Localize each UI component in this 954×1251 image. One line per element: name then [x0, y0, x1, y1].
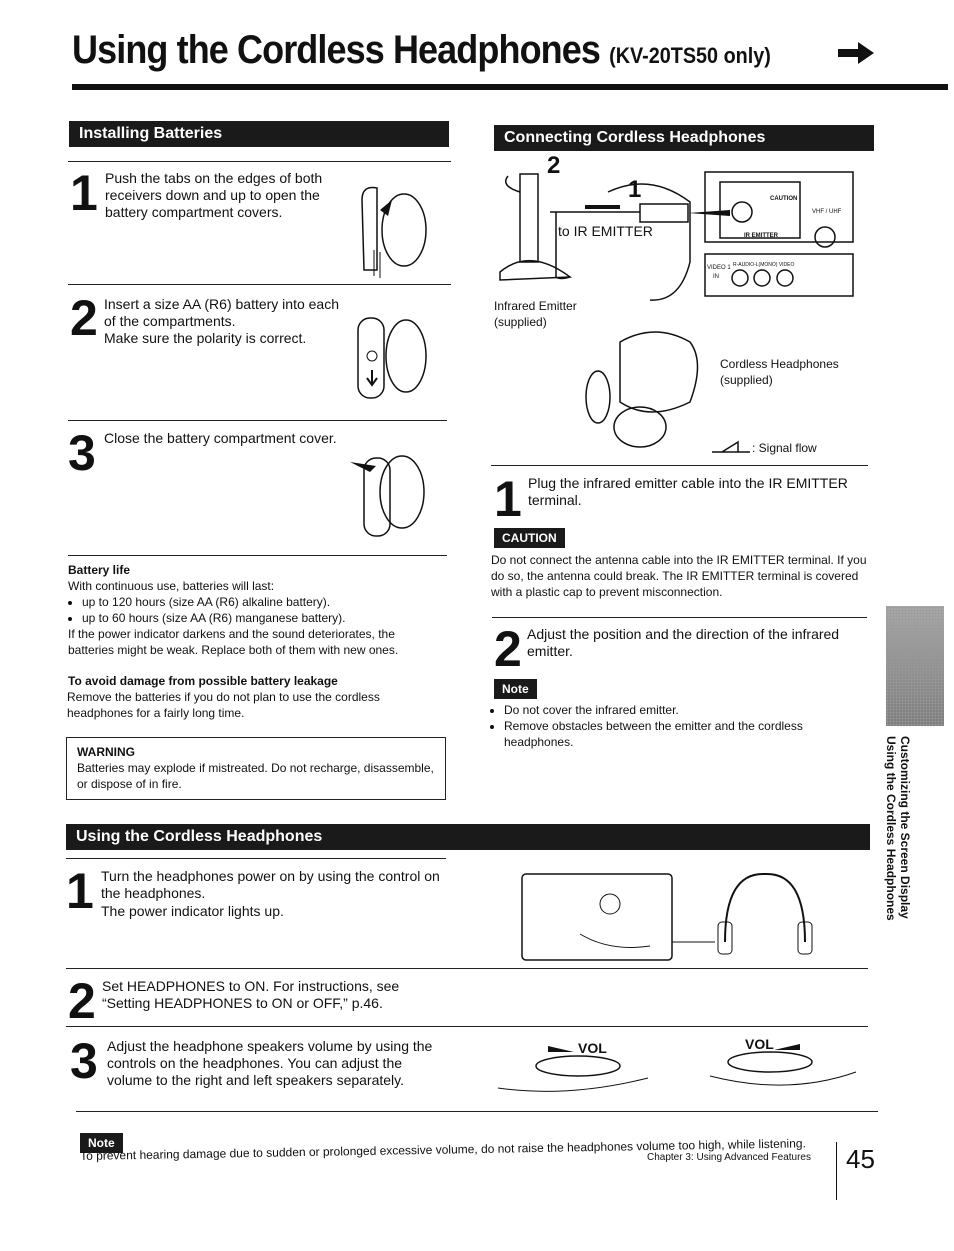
title-rule	[72, 84, 948, 90]
divider	[492, 617, 867, 618]
install-step-3-text: Close the battery compartment cover.	[104, 430, 337, 446]
list-item: up to 60 hours (size AA (R6) manganese b…	[82, 610, 452, 626]
install-step-1-text: Push the tabs on the edges of both recei…	[105, 170, 323, 220]
use-step-1-text: Turn the headphones power on by using th…	[101, 868, 440, 901]
title-main: Using the Cordless Headphones	[72, 28, 601, 72]
to-ir-emitter-label: to IR EMITTER	[558, 223, 653, 239]
caution-badge: CAUTION	[494, 528, 565, 548]
list-item: Do not cover the infrared emitter.	[504, 702, 864, 718]
power-control-illustration	[520, 872, 820, 967]
battery-life-note: If the power indicator darkens and the s…	[68, 627, 399, 657]
connect-step-1-text: Plug the infrared emitter cable into the…	[528, 475, 848, 508]
signal-flow-icon	[712, 440, 750, 459]
list-item: up to 120 hours (size AA (R6) alkaline b…	[82, 594, 452, 610]
connection-diagram	[490, 152, 860, 457]
note-badge: Note	[494, 679, 537, 699]
install-step-2-text: Insert a size AA (R6) battery into each …	[104, 296, 340, 329]
side-label-line2: Using the Cordless Headphones	[884, 736, 898, 921]
leakage-text: Remove the batteries if you do not plan …	[67, 690, 380, 720]
emitter-label: Infrared Emitter	[494, 299, 577, 313]
title-model: (KV-20TS50 only)	[609, 43, 771, 68]
battery-life-heading: Battery life	[68, 563, 131, 577]
use-step-2-number: 2	[68, 973, 96, 1029]
emitter-supplied-label: (supplied)	[494, 315, 547, 329]
connect-step-1-number: 1	[494, 471, 522, 527]
using-heading: Using the Cordless Headphones	[66, 824, 870, 850]
panel-audio-label: R-AUDIO-L(MONO) VIDEO	[733, 262, 795, 268]
diagram-label-2: 2	[547, 152, 561, 179]
headphones-supplied-label: (supplied)	[720, 373, 773, 387]
use-step-3-text: Adjust the headphone speakers volume by …	[107, 1038, 433, 1088]
battery-cover-close-illustration	[350, 442, 430, 549]
vol-right-label: VOL	[745, 1036, 774, 1052]
diagram-label-1: 1	[628, 176, 642, 203]
panel-vhf-label: VHF / UHF	[812, 209, 842, 215]
leakage-heading: To avoid damage from possible battery le…	[68, 674, 338, 688]
panel-ir-label: IR EMITTER	[744, 233, 778, 239]
use-step-2-text: Set HEADPHONES to ON. For instructions, …	[102, 978, 400, 1011]
page-number: 45	[846, 1144, 875, 1174]
install-step-1-number: 1	[70, 165, 98, 221]
divider	[66, 1026, 868, 1027]
panel-video-label: VIDEO 1	[707, 265, 731, 271]
side-index-label: Customizing the Screen Display Using the…	[884, 736, 912, 921]
use-step-1-number: 1	[66, 863, 94, 919]
install-step-3-number: 3	[68, 425, 96, 481]
panel-in-label: IN	[713, 274, 719, 280]
warning-heading: WARNING	[77, 745, 135, 759]
installing-heading: Installing Batteries	[69, 121, 449, 147]
page-divider	[836, 1142, 837, 1200]
divider	[66, 968, 868, 969]
divider	[66, 858, 446, 859]
vol-left-label: VOL	[578, 1040, 607, 1056]
divider	[68, 420, 447, 421]
battery-insert-illustration	[350, 308, 430, 415]
warning-text: Batteries may explode if mistreated. Do …	[77, 761, 434, 791]
list-item: Remove obstacles between the emitter and…	[504, 718, 864, 750]
chapter-tab	[886, 606, 944, 726]
connecting-heading: Connecting Cordless Headphones	[494, 125, 874, 151]
battery-life-intro: With continuous use, batteries will last…	[68, 579, 275, 593]
connect-note-list: Do not cover the infrared emitter. Remov…	[490, 702, 864, 750]
headphones-label: Cordless Headphones	[720, 357, 839, 371]
divider	[68, 284, 451, 285]
connect-step-2-text: Adjust the position and the direction of…	[527, 626, 840, 659]
side-label-line1: Customizing the Screen Display	[898, 736, 912, 919]
battery-life-list: up to 120 hours (size AA (R6) alkaline b…	[68, 594, 452, 626]
signal-flow-label: : Signal flow	[752, 441, 817, 455]
chapter-label: Chapter 3: Using Advanced Features	[647, 1152, 811, 1163]
use-step-1-indicator: The power indicator lights up.	[101, 903, 284, 919]
continue-arrow-icon	[838, 42, 874, 69]
install-step-2-polarity: Make sure the polarity is correct.	[104, 330, 307, 346]
panel-caution-label: CAUTION	[770, 196, 798, 202]
page-title: Using the Cordless Headphones (KV-20TS50…	[72, 28, 771, 73]
volume-dials-illustration	[497, 1040, 858, 1105]
divider	[68, 555, 447, 556]
connect-step-2-number: 2	[494, 621, 522, 677]
footer-note-badge: Note	[80, 1133, 123, 1153]
use-step-3-number: 3	[70, 1033, 98, 1089]
install-step-2-number: 2	[70, 290, 98, 346]
caution-text: Do not connect the antenna cable into th…	[491, 553, 867, 599]
warning-box: WARNING Batteries may explode if mistrea…	[66, 737, 446, 800]
divider	[76, 1111, 878, 1112]
divider	[68, 161, 451, 162]
battery-cover-open-illustration	[352, 180, 432, 285]
divider	[491, 465, 868, 466]
